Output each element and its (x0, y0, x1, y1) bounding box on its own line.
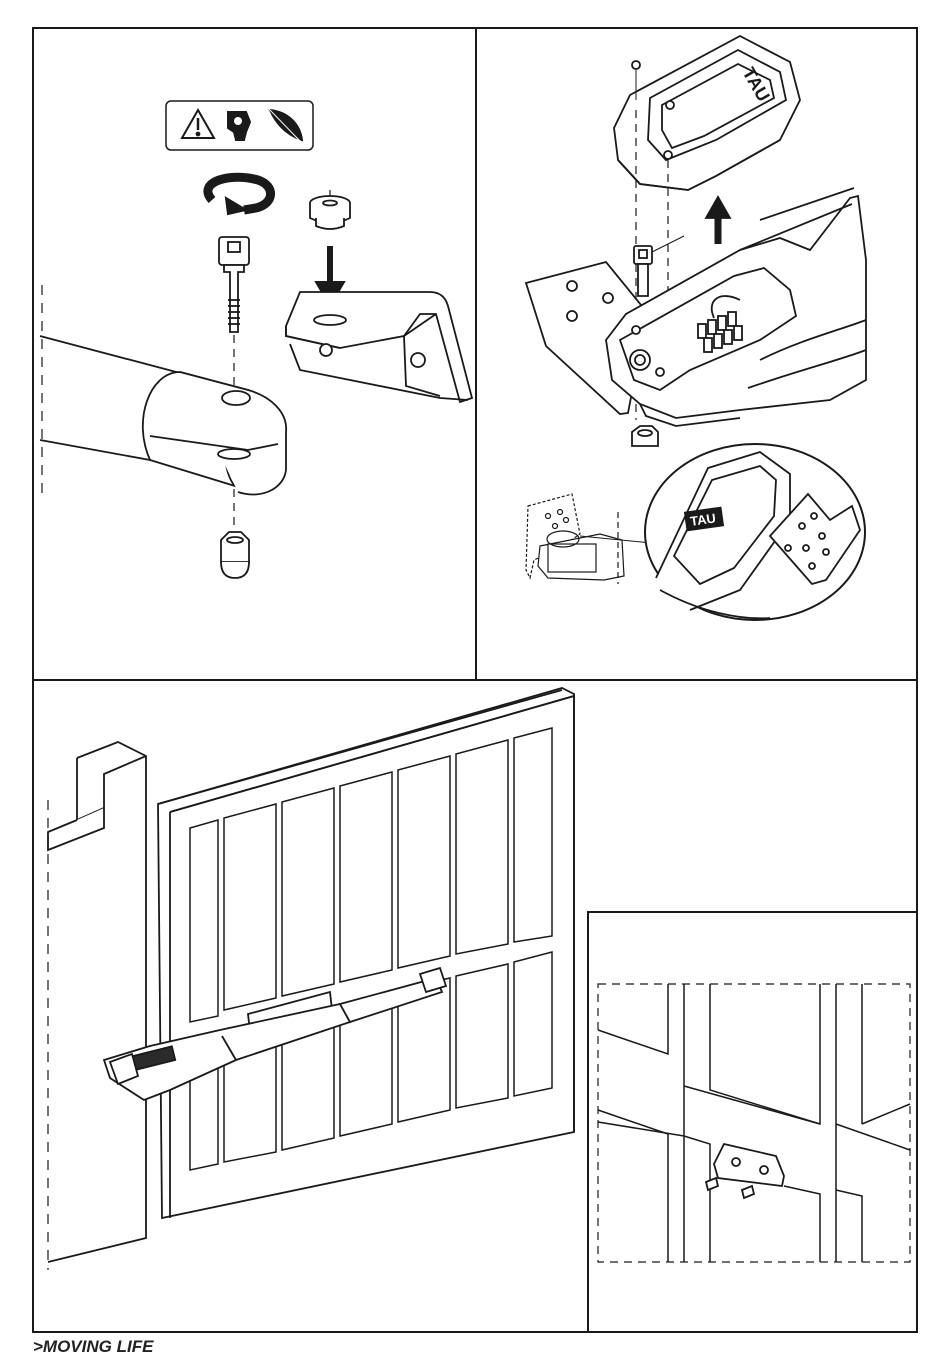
cap-nut (221, 532, 249, 578)
nut (632, 426, 658, 446)
zoom-detail: TAU (645, 444, 865, 620)
footer-brand: >MOVING LIFE (33, 1337, 154, 1356)
icon-box (166, 101, 313, 150)
bracket-inset (588, 912, 917, 1332)
